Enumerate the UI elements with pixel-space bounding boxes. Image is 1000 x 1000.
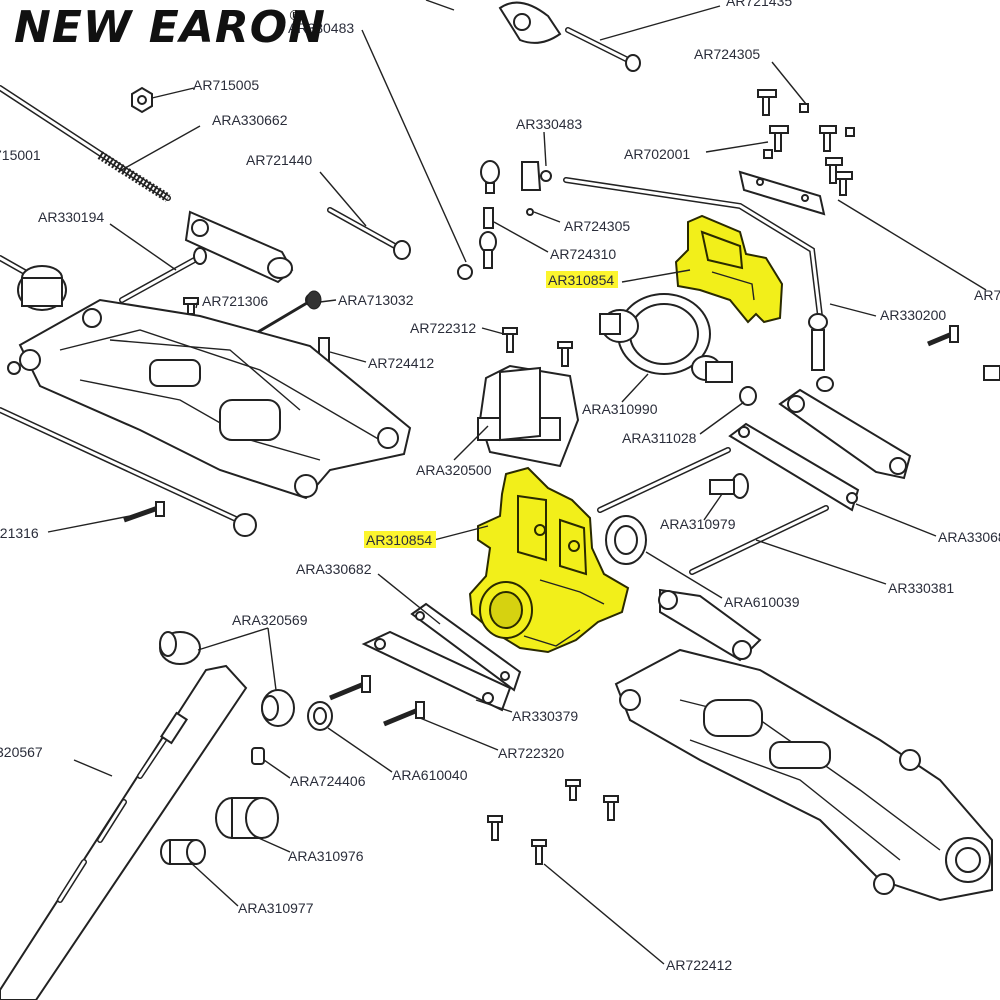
mount-plate-top-right bbox=[738, 170, 826, 216]
label-ar724305-mid: AR724305 bbox=[564, 218, 630, 234]
sway-bar bbox=[563, 177, 823, 319]
insert-ara724406 bbox=[251, 747, 265, 765]
plate-ara330682 bbox=[410, 602, 522, 692]
label-ar330381: AR330381 bbox=[888, 580, 954, 596]
label-ara330682: ARA330682 bbox=[296, 561, 372, 577]
bearing-ara610040 bbox=[307, 701, 333, 731]
top-pin-ar721435 bbox=[565, 27, 641, 72]
screws-lower-mid bbox=[329, 675, 619, 865]
label-highlight-mid bbox=[364, 531, 436, 548]
bushing-ara320569-b bbox=[261, 689, 295, 727]
label-ar724310: AR724310 bbox=[550, 246, 616, 262]
washer-ara713032 bbox=[306, 290, 322, 310]
label-ar330200: AR330200 bbox=[880, 307, 946, 323]
outdrive-ara310977 bbox=[160, 839, 206, 865]
label-ar310854-top: AR310854 bbox=[548, 272, 614, 288]
registered-mark: ® bbox=[288, 8, 302, 24]
suspension-arm-left bbox=[18, 298, 412, 500]
label-ar722412: AR722412 bbox=[666, 957, 732, 973]
label-ar722320: AR722320 bbox=[498, 745, 564, 761]
label-ar715005: AR715005 bbox=[193, 77, 259, 93]
diff-cover-ar310854-top bbox=[674, 214, 784, 324]
screws-top-right bbox=[757, 89, 855, 196]
label-ara713032: ARA713032 bbox=[338, 292, 414, 308]
label-ar721316: 721316 bbox=[0, 525, 39, 541]
screws-middle bbox=[7, 297, 573, 523]
label-ar724412: AR724412 bbox=[368, 355, 434, 371]
upper-link-arm bbox=[184, 210, 294, 284]
suspension-arm-right bbox=[614, 588, 993, 902]
label-ar715001: 715001 bbox=[0, 147, 41, 163]
label-ara33068: ARA33068 bbox=[938, 529, 1000, 545]
screw-right-edge bbox=[927, 325, 1000, 381]
label-ara330662: ARA330662 bbox=[212, 112, 288, 128]
pivot-pin-ar721440 bbox=[327, 207, 411, 260]
gearbox-ar310854-main bbox=[468, 466, 630, 654]
label-ar330483-top: AR330483 bbox=[288, 20, 354, 36]
chassis-brace-ara320567 bbox=[0, 664, 248, 1000]
label-highlight-top bbox=[546, 271, 618, 288]
differential-ara310990 bbox=[599, 293, 733, 383]
bushing-left bbox=[17, 265, 67, 311]
label-ar7: AR7 bbox=[974, 287, 1000, 303]
label-ara310979: ARA310979 bbox=[660, 516, 736, 532]
label-ara320569: ARA320569 bbox=[232, 612, 308, 628]
label-ara310977: ARA310977 bbox=[238, 900, 314, 916]
label-ara311028: ARA311028 bbox=[622, 430, 697, 446]
cup-ara310976 bbox=[215, 797, 279, 839]
pinion-ara310979 bbox=[709, 473, 749, 499]
label-ar721440: AR721440 bbox=[246, 152, 312, 168]
label-ara310976: ARA310976 bbox=[288, 848, 364, 864]
label-ara610039: ARA610039 bbox=[724, 594, 800, 610]
label-ar330194: AR330194 bbox=[38, 209, 104, 225]
output-shaft bbox=[597, 447, 731, 513]
turnbuckle-rod bbox=[0, 85, 171, 202]
brand-logo: NEW EARON bbox=[14, 2, 326, 53]
label-ara320500: ARA320500 bbox=[416, 462, 492, 478]
label-ar724305-top: AR724305 bbox=[694, 46, 760, 62]
label-ar721435: AR721435 bbox=[726, 0, 792, 9]
label-ar330483-mid: AR330483 bbox=[516, 116, 582, 132]
leader-lines bbox=[47, 0, 987, 965]
suspension-mount-ar330381 bbox=[728, 422, 860, 512]
label-ara320567: 320567 bbox=[0, 744, 43, 760]
label-ar702001: AR702001 bbox=[624, 146, 690, 162]
label-ara610040: ARA610040 bbox=[392, 767, 468, 783]
part-labels: AR721435 AR330483 AR715005 ARA330662 715… bbox=[0, 0, 1000, 973]
ball-links-center bbox=[457, 160, 552, 280]
outdrive-ara311028 bbox=[739, 386, 757, 406]
label-ara724406: ARA724406 bbox=[290, 773, 366, 789]
label-ar721306: AR721306 bbox=[202, 293, 268, 309]
sway-bar-link bbox=[808, 313, 834, 392]
label-ar330379: AR330379 bbox=[512, 708, 578, 724]
nut-ar715005 bbox=[131, 86, 153, 114]
pin-ar330194 bbox=[119, 247, 207, 303]
label-ara310990: ARA310990 bbox=[582, 401, 658, 417]
hinge-block-right bbox=[778, 388, 912, 480]
bushing-ara320569-a bbox=[159, 631, 201, 665]
rod-end-top bbox=[498, 1, 562, 44]
bearing-ara610039 bbox=[605, 515, 647, 565]
long-shaft-left bbox=[0, 407, 257, 537]
bulkhead-ara320500 bbox=[477, 364, 580, 468]
label-ar722312: AR722312 bbox=[410, 320, 476, 336]
long-rod-ar330381 bbox=[689, 505, 829, 575]
label-ar310854-mid: AR310854 bbox=[366, 532, 432, 548]
